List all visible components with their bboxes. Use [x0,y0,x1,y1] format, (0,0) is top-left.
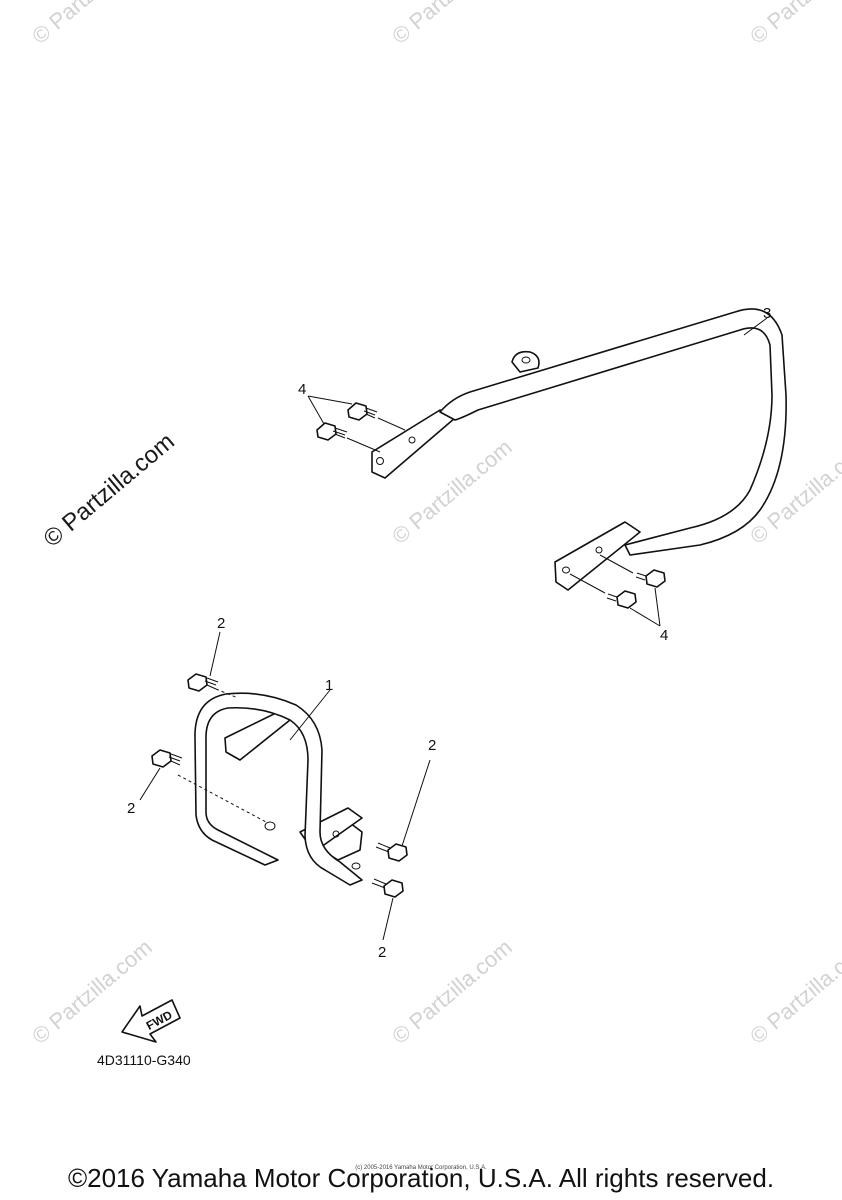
copyright-footer: ©2016 Yamaha Motor Corporation, U.S.A. A… [67,1163,775,1193]
watermark-text-dark: © Partzilla.com [39,428,180,553]
callout-part-2: 2 [428,737,436,754]
part-3-rear-bar [371,308,787,591]
watermark-text: © Partzilla.com [745,934,842,1048]
part-4-bolts-left [307,395,406,453]
part-4-bolts-right [569,554,666,627]
part-1-front-bar [177,689,363,886]
fwd-arrow: FWD [121,999,181,1043]
callout-part-1: 1 [325,677,333,694]
watermark-text: © Partzilla.com [387,934,517,1048]
drawing-code: 4D31110-G340 [97,1052,191,1068]
small-copyright: (c) 2005-2016 Yamaha Motor Corporation, … [355,1165,487,1171]
callout-part-4: 4 [660,627,668,644]
callout-part-2: 2 [378,944,386,961]
callout-part-2: 2 [217,615,225,632]
watermark-text: © Partzilla.com [27,0,157,49]
watermark-text: © Partzilla.com [745,0,842,49]
part-2-bolts [139,631,431,941]
callout-part-4: 4 [298,381,306,398]
callout-part-2: 2 [127,800,135,817]
watermark-text: © Partzilla.com [387,0,517,49]
callout-part-3: 3 [763,305,771,322]
